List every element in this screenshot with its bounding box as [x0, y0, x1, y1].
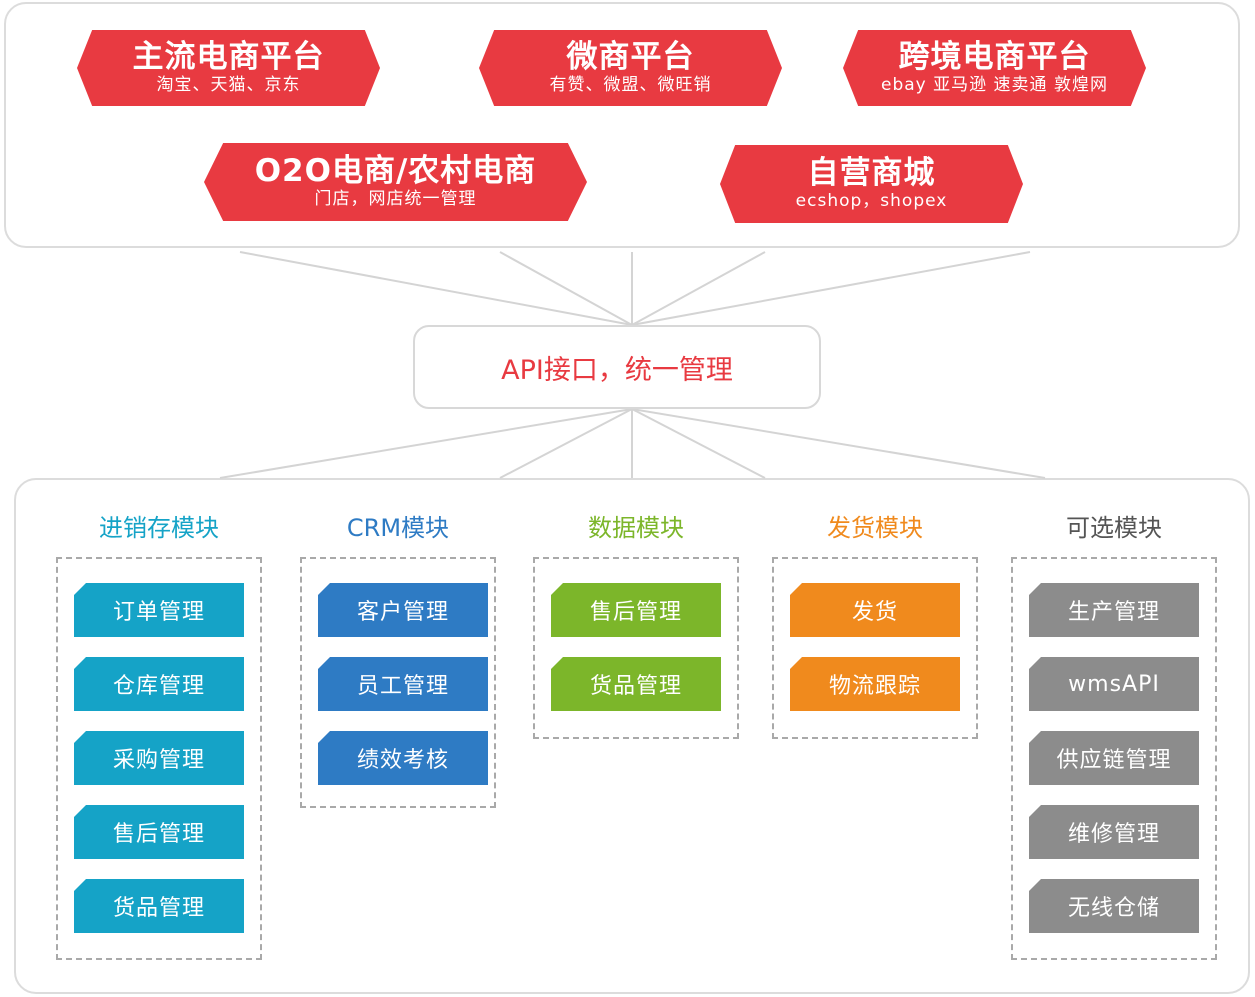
- platform-wechat-commerce: 微商平台 有赞、微盟、微旺销: [479, 30, 782, 106]
- platform-title: O2O电商/农村电商: [254, 152, 537, 189]
- module-title: 发货模块: [827, 514, 923, 542]
- module-item-goods: 货品管理: [74, 879, 244, 933]
- module-title: 进销存模块: [99, 514, 219, 542]
- module-item-group: [300, 557, 496, 808]
- platform-title: 主流电商平台: [132, 38, 325, 75]
- module-item-group: [533, 557, 739, 739]
- module-item-staff: 员工管理: [318, 657, 488, 711]
- api-label: API接口，统一管理: [501, 354, 733, 386]
- platform-cross-border: 跨境电商平台 ebay 亚马逊 速卖通 敦煌网: [843, 30, 1146, 106]
- module-item-purchase: 采购管理: [74, 731, 244, 785]
- platform-title: 自营商城: [807, 154, 936, 191]
- module-title: 数据模块: [588, 514, 684, 542]
- module-item-group: [772, 557, 978, 739]
- module-item-after-sales: 售后管理: [74, 805, 244, 859]
- api-hub: API接口，统一管理: [413, 325, 821, 409]
- module-item-wms-api: wmsAPI: [1029, 657, 1199, 711]
- platform-subtitle: 淘宝、天猫、京东: [156, 75, 301, 95]
- platform-o2o-rural: O2O电商/农村电商 门店，网店统一管理: [204, 143, 587, 221]
- module-item-customer: 客户管理: [318, 583, 488, 637]
- module-item-order: 订单管理: [74, 583, 244, 637]
- module-item-logistics-tracking: 物流跟踪: [790, 657, 960, 711]
- module-item-wireless-storage: 无线仓储: [1029, 879, 1199, 933]
- module-title: 可选模块: [1066, 514, 1162, 542]
- module-item-group: [1011, 557, 1217, 960]
- platform-self-operated-mall: 自营商城 ecshop，shopex: [720, 145, 1023, 223]
- platform-subtitle: 有赞、微盟、微旺销: [549, 75, 712, 95]
- module-item-group: [56, 557, 262, 960]
- platform-subtitle: ebay 亚马逊 速卖通 敦煌网: [881, 75, 1108, 95]
- platform-title: 跨境电商平台: [898, 38, 1091, 75]
- module-item-supply-chain: 供应链管理: [1029, 731, 1199, 785]
- module-item-goods: 货品管理: [551, 657, 721, 711]
- platform-title: 微商平台: [566, 38, 695, 75]
- module-item-production: 生产管理: [1029, 583, 1199, 637]
- module-item-warehouse: 仓库管理: [74, 657, 244, 711]
- module-item-performance: 绩效考核: [318, 731, 488, 785]
- platform-subtitle: 门店，网店统一管理: [314, 189, 477, 209]
- platform-subtitle: ecshop，shopex: [795, 191, 948, 211]
- module-item-after-sales: 售后管理: [551, 583, 721, 637]
- module-title: CRM模块: [346, 514, 450, 542]
- platform-mainstream-ecommerce: 主流电商平台 淘宝、天猫、京东: [77, 30, 380, 106]
- module-item-repair: 维修管理: [1029, 805, 1199, 859]
- module-item-ship: 发货: [790, 583, 960, 637]
